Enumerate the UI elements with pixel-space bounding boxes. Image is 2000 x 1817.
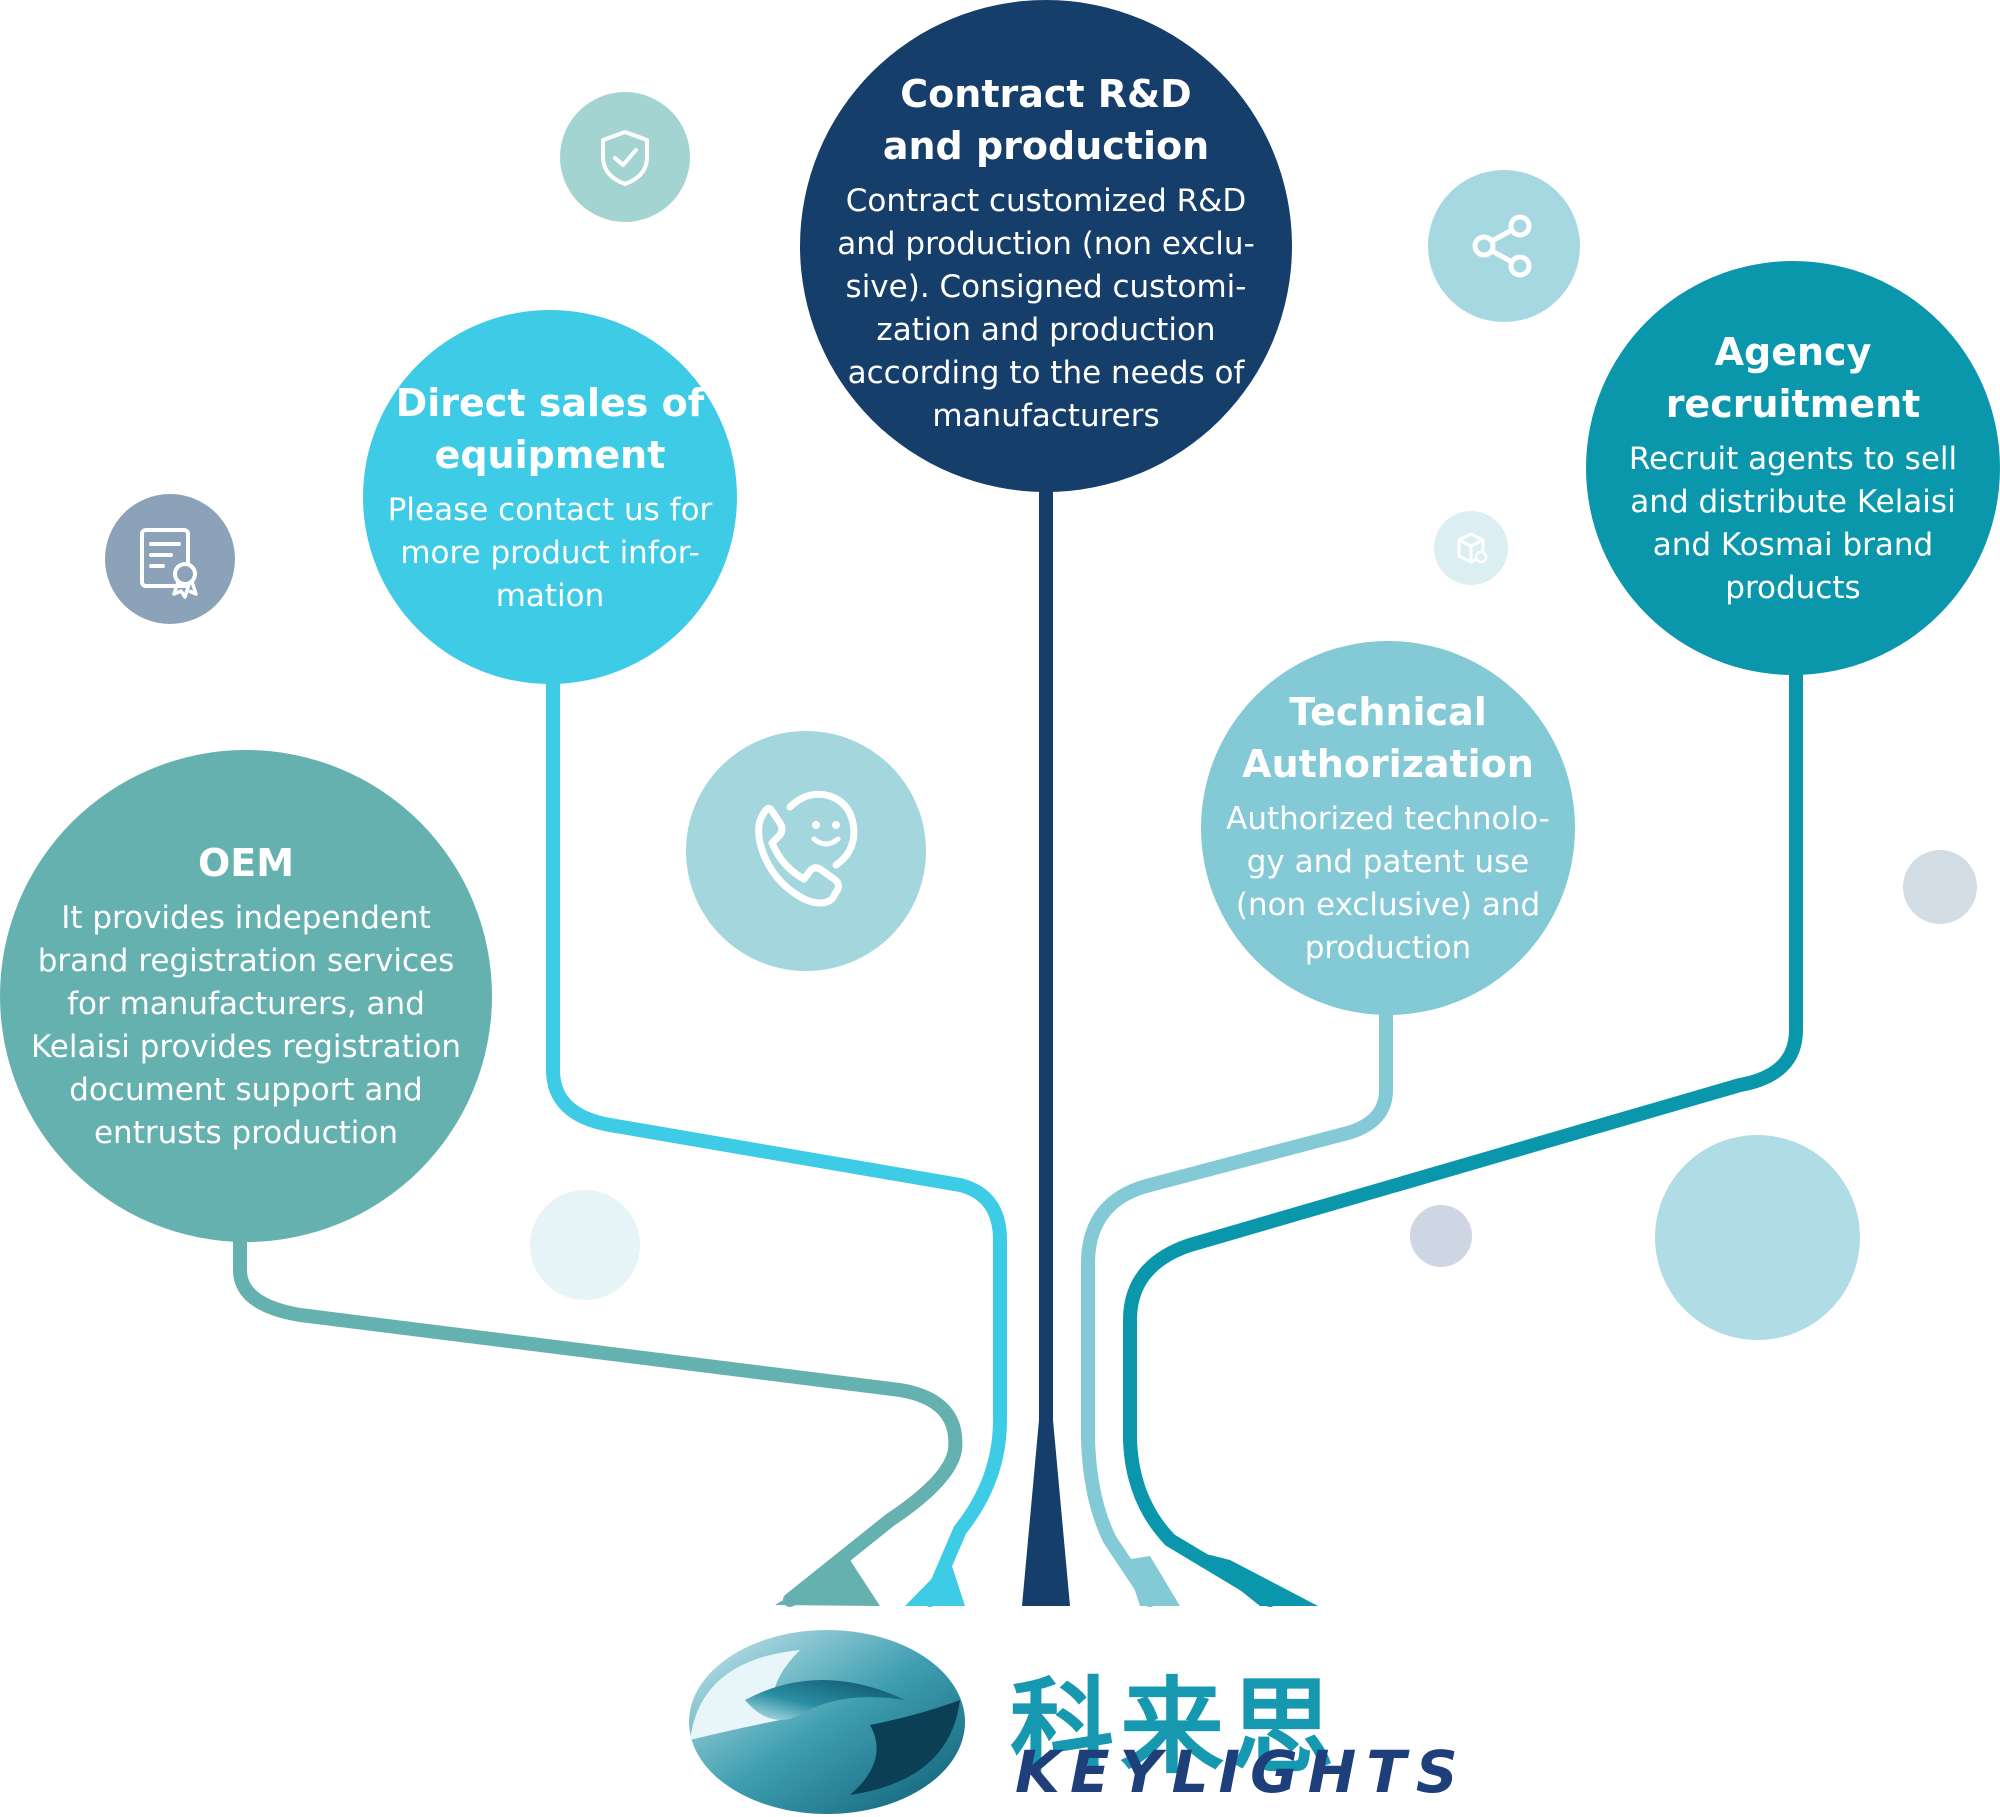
node-direct-desc: Please contact us for more product infor… bbox=[388, 489, 713, 618]
branch-technical-base bbox=[1125, 1556, 1180, 1606]
desc-line: document support and bbox=[69, 1072, 423, 1108]
desc-line: more product infor- bbox=[400, 534, 700, 571]
title-line: equipment bbox=[434, 432, 666, 477]
desc-line: Kelaisi provides registration bbox=[31, 1029, 461, 1065]
branch-direct bbox=[546, 673, 1007, 1607]
desc-line: production bbox=[1304, 930, 1472, 966]
node-contract-desc: Contract customized R&D and production (… bbox=[837, 180, 1255, 438]
node-technical-desc: Authorized technolo- gy and patent use (… bbox=[1226, 798, 1550, 970]
node-direct-title: Direct sales of equipment bbox=[396, 377, 705, 481]
node-agency: Agency recruitment Recruit agents to sel… bbox=[1586, 261, 2000, 675]
title-line: Agency recruitment bbox=[1665, 330, 1921, 426]
desc-line: and distribute Kelaisi bbox=[1630, 484, 1956, 520]
desc-line: gy and patent use bbox=[1246, 844, 1530, 880]
branch-contract-base bbox=[1022, 1420, 1070, 1606]
desc-line: It provides independent bbox=[61, 900, 431, 936]
branch-direct-base bbox=[905, 1560, 965, 1606]
node-contract-title: Contract R&D and production bbox=[883, 68, 1209, 172]
node-contract: Contract R&D and production Contract cus… bbox=[800, 0, 1292, 492]
node-technical-title: Technical Authorization bbox=[1242, 686, 1534, 790]
branch-technical bbox=[1081, 1005, 1393, 1607]
box-bubble bbox=[1434, 511, 1508, 585]
desc-line: and production (non exclu- bbox=[837, 226, 1255, 262]
desc-line: manufacturers bbox=[932, 398, 1160, 434]
decor-bubble bbox=[1655, 1135, 1860, 1340]
share-bubble bbox=[1428, 170, 1580, 322]
node-technical: Technical Authorization Authorized techn… bbox=[1201, 641, 1575, 1015]
branch-oem bbox=[233, 1233, 963, 1607]
desc-line: Please contact us for bbox=[387, 491, 713, 528]
logo-english-text: KEYLIGHTS bbox=[1015, 1738, 1468, 1806]
title-line: OEM bbox=[197, 841, 295, 885]
desc-line: according to the needs of bbox=[847, 355, 1245, 391]
logo-chinese-text: 科来思 bbox=[1010, 1666, 1341, 1788]
desc-line: Recruit agents to sell bbox=[1628, 441, 1958, 477]
title-line: Technical bbox=[1289, 690, 1487, 734]
certificate-icon bbox=[105, 494, 235, 624]
title-line: and production bbox=[882, 124, 1210, 168]
phone-bubble bbox=[686, 731, 926, 971]
phone-smile-icon bbox=[686, 731, 926, 971]
shield-check-icon bbox=[560, 92, 690, 222]
desc-line: mation bbox=[495, 577, 605, 614]
desc-line: for manufacturers, and bbox=[67, 986, 425, 1022]
decor-bubble bbox=[530, 1190, 640, 1300]
branch-agency bbox=[1123, 665, 1803, 1607]
share-icon bbox=[1428, 170, 1580, 322]
title-line: Direct sales of bbox=[395, 380, 705, 425]
branch-oem-base bbox=[775, 1560, 880, 1606]
certificate-bubble bbox=[105, 494, 235, 624]
node-direct-sales: Direct sales of equipment Please contact… bbox=[363, 310, 737, 684]
title-line: Authorization bbox=[1242, 742, 1534, 786]
desc-line: Authorized technolo- bbox=[1226, 801, 1550, 837]
decor-bubble bbox=[1410, 1205, 1472, 1267]
title-line: Contract R&D bbox=[900, 72, 1192, 116]
node-oem-title: OEM bbox=[198, 837, 294, 889]
desc-line: zation and production bbox=[876, 312, 1216, 348]
node-oem: OEM It provides independent brand regist… bbox=[0, 750, 492, 1242]
node-oem-desc: It provides independent brand registrati… bbox=[31, 897, 461, 1155]
shield-bubble bbox=[560, 92, 690, 222]
box-icon bbox=[1434, 511, 1508, 585]
desc-line: entrusts production bbox=[93, 1115, 399, 1151]
node-agency-title: Agency recruitment bbox=[1586, 326, 2000, 430]
node-agency-desc: Recruit agents to sell and distribute Ke… bbox=[1629, 438, 1957, 610]
desc-line: (non exclusive) and bbox=[1235, 887, 1541, 923]
decor-bubble bbox=[1903, 850, 1977, 924]
desc-line: brand registration services bbox=[37, 943, 455, 979]
desc-line: Contract customized R&D bbox=[845, 183, 1247, 219]
desc-line: products bbox=[1725, 570, 1861, 606]
branch-agency-base bbox=[1190, 1550, 1318, 1606]
desc-line: and Kosmai brand bbox=[1652, 527, 1934, 563]
desc-line: sive). Consigned customi- bbox=[845, 269, 1247, 305]
